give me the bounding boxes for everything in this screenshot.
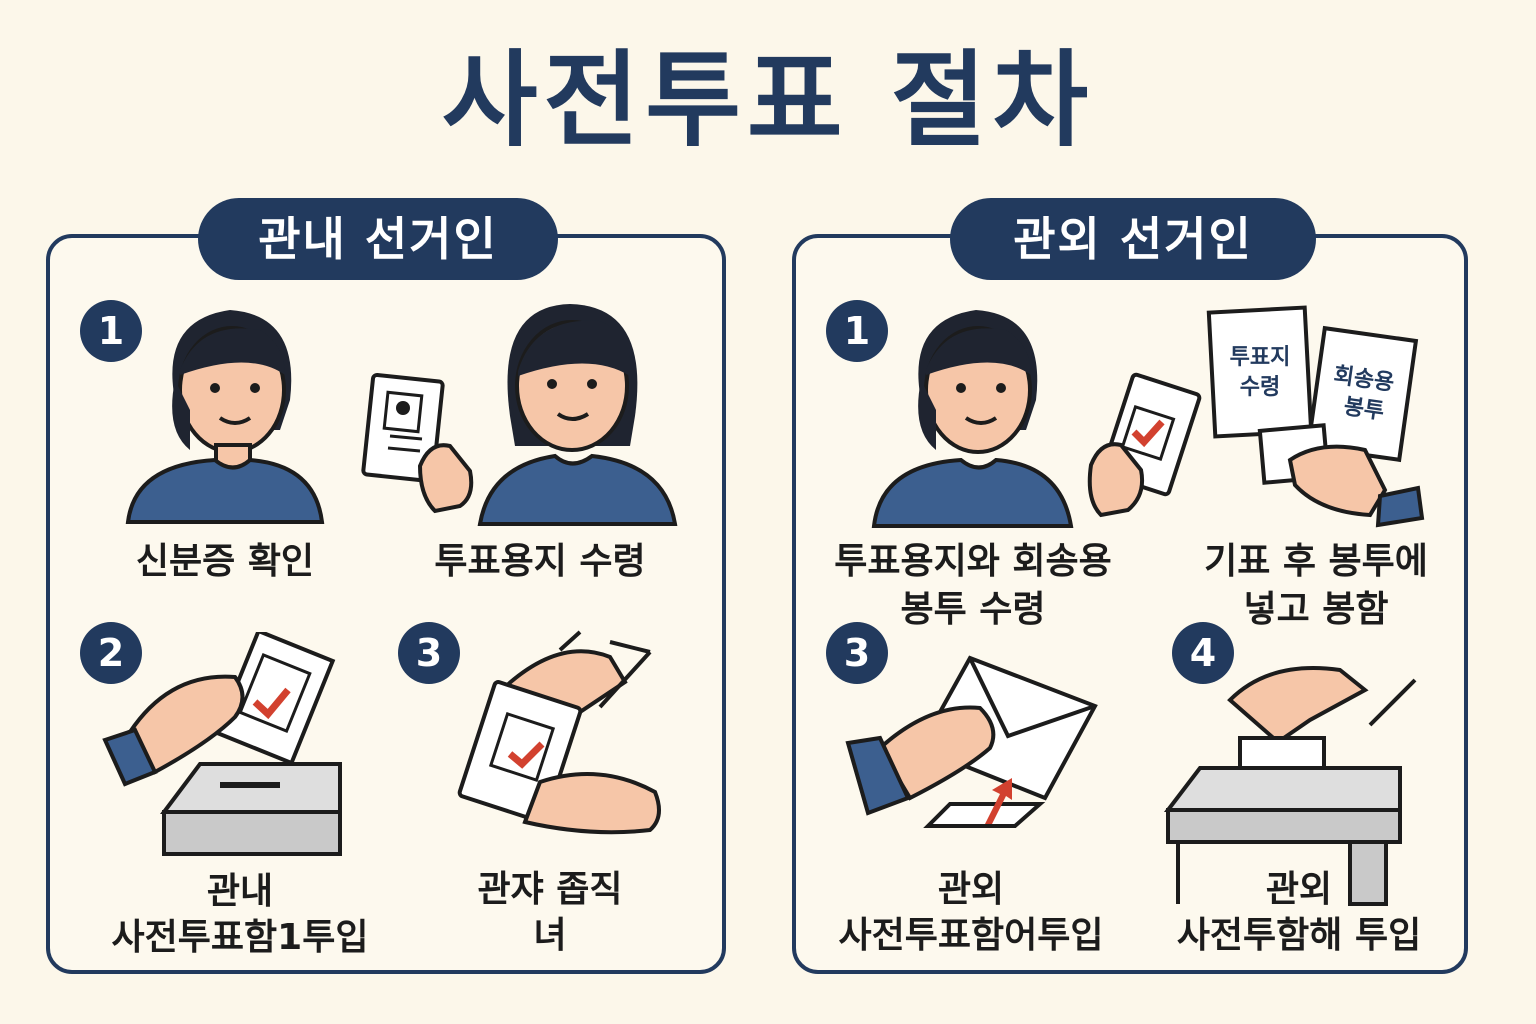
envelope-label-line2: 봉투: [1342, 394, 1386, 424]
step-badge: 1: [80, 300, 142, 362]
step-badge: 3: [398, 622, 460, 684]
step-caption-line2: 사전투함해 투입: [1176, 915, 1422, 956]
step-caption-line1: 기표 후 봉투에: [1204, 541, 1428, 582]
voter-ballot-illustration: [871, 310, 1202, 528]
hand-off-illustration: [457, 630, 661, 835]
step-caption-line1: 투표용지와 회송용: [834, 541, 1112, 582]
ballot-box-illustration: [102, 632, 342, 856]
step-badge: 2: [80, 622, 142, 684]
step-badge: 4: [1172, 622, 1234, 684]
step-caption-line2: 넣고 봉함: [1243, 589, 1389, 630]
ballot-label-line1: 투표지: [1230, 345, 1291, 370]
step-caption: 투표용지 수령: [434, 541, 646, 582]
step-caption-line2: 사전투표함1투입: [111, 917, 369, 958]
out-of-district-header: 관외 선거인: [950, 198, 1316, 280]
ballot-label-line2: 수령: [1240, 375, 1280, 400]
voter-illustration: [125, 310, 325, 524]
outside-ballot-box-illustration: [1163, 666, 1417, 906]
in-district-header: 관내 선거인: [198, 198, 558, 280]
ballot-envelope-illustration: 투표지 수령 회송용 봉투: [1206, 305, 1425, 528]
page-title: 사전투표 절차: [441, 39, 1095, 161]
step-caption-line2: 녀: [533, 915, 567, 956]
step-badge: 1: [826, 300, 888, 362]
envelope-drop-illustration: [845, 655, 1098, 828]
step-caption-line1: 관쟈 좁직: [477, 869, 623, 910]
receive-ballot-illustration: [361, 304, 678, 526]
step-caption-line1: 관내: [206, 871, 274, 912]
step-caption-line2: 사전투표함어투입: [838, 915, 1104, 956]
step-badge: 3: [826, 622, 888, 684]
step-caption-line1: 관외: [937, 869, 1005, 910]
step-caption-line1: 관외: [1265, 869, 1333, 910]
step-caption-line2: 봉투 수령: [900, 589, 1046, 630]
step-caption: 신분증 확인: [135, 541, 315, 582]
